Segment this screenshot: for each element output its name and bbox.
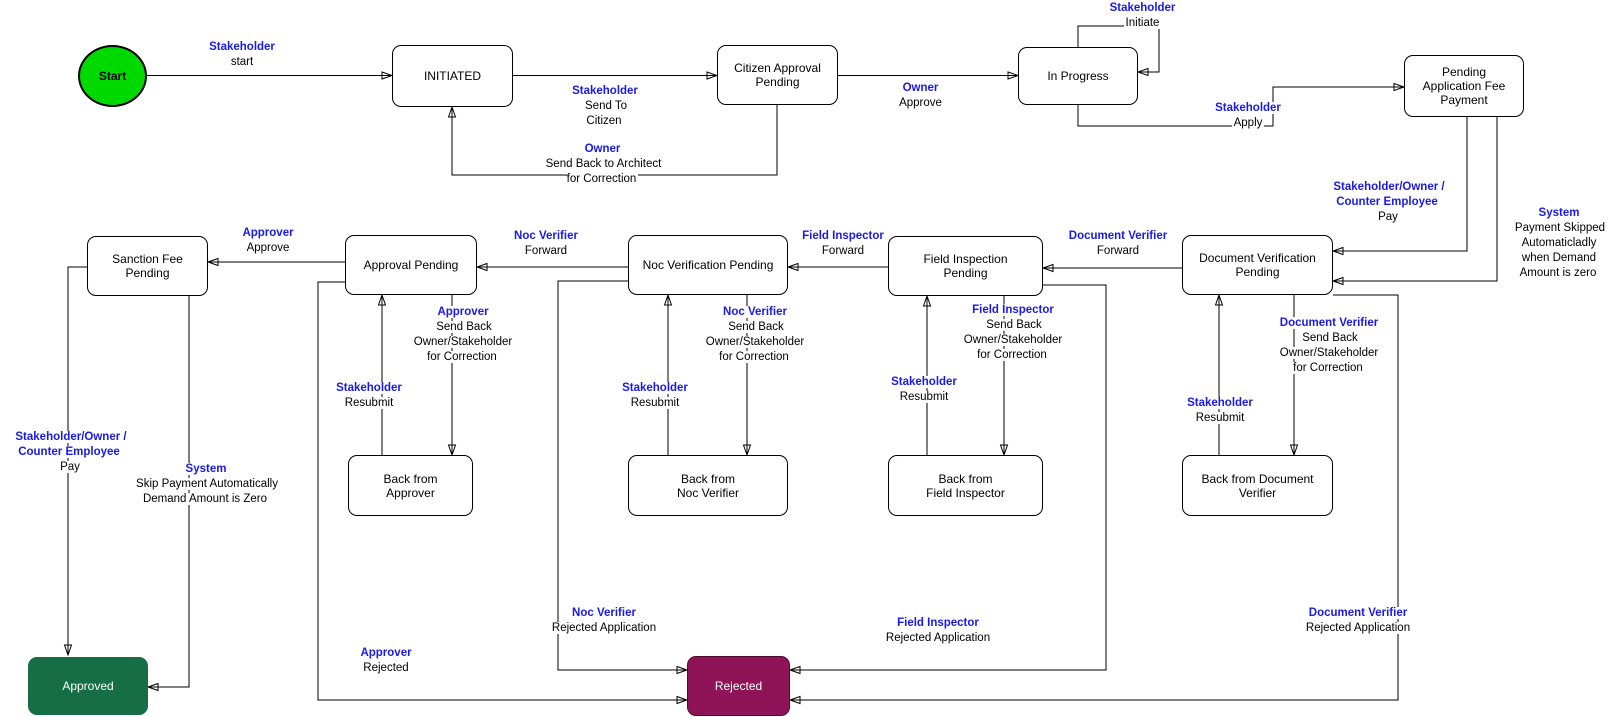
state-field-inspection-pending[interactable]: Field Inspection Pending — [888, 236, 1043, 296]
state-initiated[interactable]: INITIATED — [392, 45, 513, 107]
state-in-progress[interactable]: In Progress — [1018, 47, 1138, 105]
edge-in-progress-to-pending-fee — [1077, 82, 1406, 127]
state-document-verification-pending[interactable]: Document Verification Pending — [1182, 235, 1333, 295]
edge-pending-fee-system-to-doc-verification — [1331, 117, 1498, 286]
state-citizen-approval-pending[interactable]: Citizen Approval Pending — [717, 45, 838, 105]
edge-noc-verification-to-rejected — [557, 280, 689, 675]
state-sanction-fee-pending[interactable]: Sanction Fee Pending — [87, 236, 208, 296]
edge-approval-pending-to-rejected — [317, 281, 689, 705]
state-back-from-noc-verifier[interactable]: Back from Noc Verifier — [628, 455, 788, 516]
state-back-from-document-verifier[interactable]: Back from Document Verifier — [1182, 455, 1333, 516]
state-pending-application-fee-payment[interactable]: Pending Application Fee Payment — [1404, 55, 1524, 117]
edge-sanction-fee-pay-to-approved — [63, 266, 87, 657]
edge-sanction-fee-system-to-approved — [146, 296, 190, 692]
state-approved[interactable]: Approved — [28, 657, 148, 715]
state-back-from-approver[interactable]: Back from Approver — [348, 455, 473, 516]
edge-field-inspection-to-rejected — [788, 284, 1107, 675]
state-rejected[interactable]: Rejected — [687, 656, 790, 716]
state-approval-pending[interactable]: Approval Pending — [345, 235, 477, 295]
edge-doc-verification-to-rejected — [788, 294, 1399, 705]
edge-pending-fee-pay-to-doc-verification — [1331, 117, 1468, 256]
state-noc-verification-pending[interactable]: Noc Verification Pending — [628, 235, 788, 295]
state-start[interactable]: Start — [78, 45, 147, 107]
state-back-from-field-inspector[interactable]: Back from Field Inspector — [888, 455, 1043, 516]
